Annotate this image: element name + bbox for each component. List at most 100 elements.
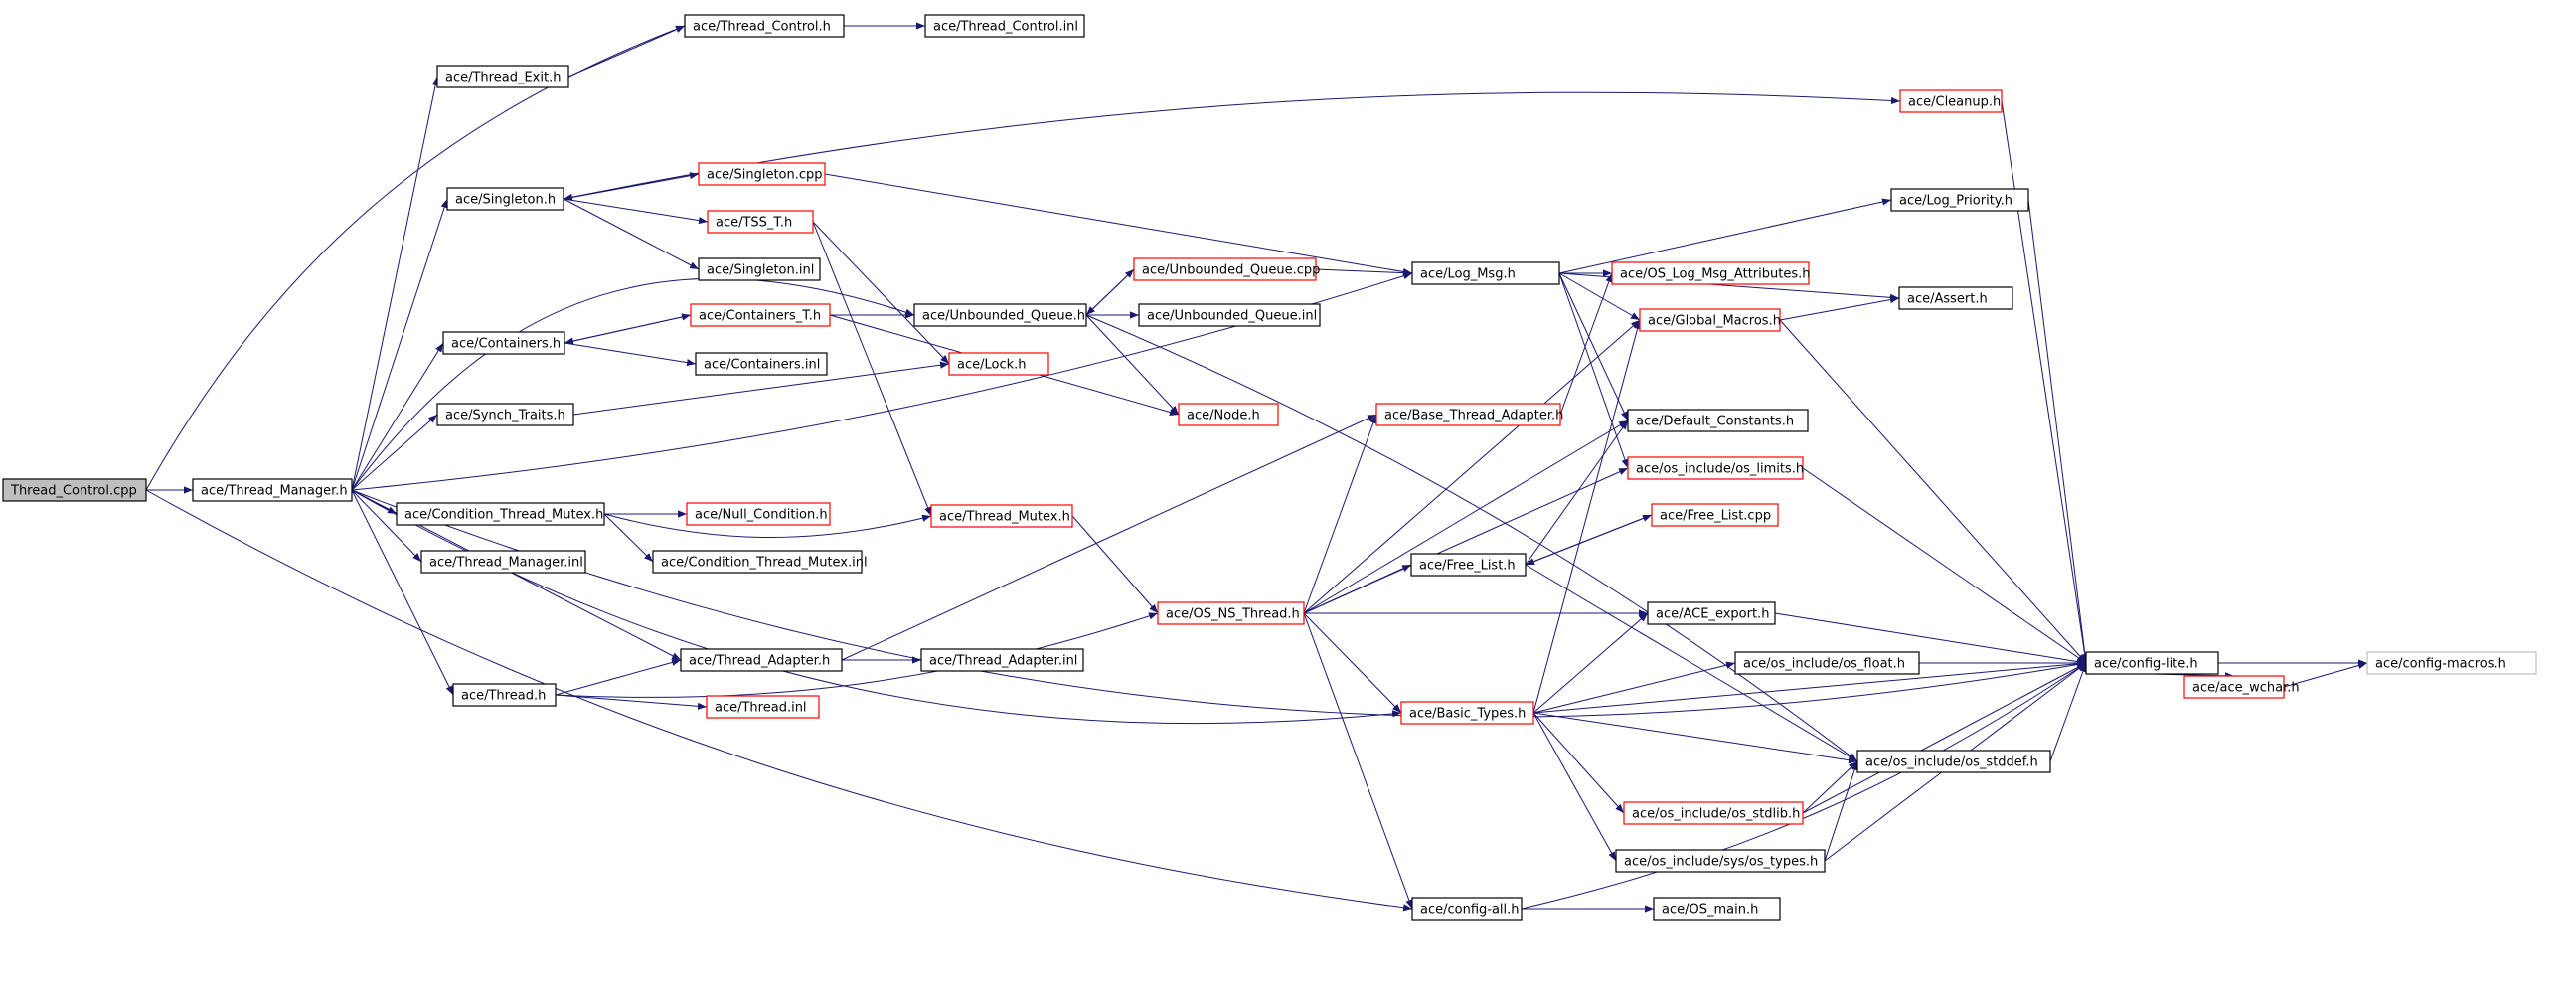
edge-arrow [1303, 414, 1377, 614]
node-logmsg[interactable]: ace/Log_Msg.h [1411, 261, 1560, 285]
node-singh[interactable]: ace/Singleton.h [446, 187, 564, 211]
node-osstddef[interactable]: ace/os_include/os_stddef.h [1856, 750, 2051, 773]
node-label: ace/OS_main.h [1662, 903, 1758, 918]
edge-ostypes-to-osstddef [1824, 760, 1858, 862]
node-box [1611, 261, 1810, 285]
edge-arrow [1559, 272, 1613, 416]
node-tctl[interactable]: ace/Thread_Control.h [684, 14, 845, 38]
node-tmgrinl[interactable]: ace/Thread_Manager.inl [420, 550, 586, 574]
node-tmgr[interactable]: ace/Thread_Manager.h [192, 478, 353, 502]
node-logprio[interactable]: ace/Log_Priority.h [1890, 188, 2029, 212]
edge-aceexp-to-cfglite [1774, 612, 2087, 666]
edge-logmsg-to-assert [1558, 272, 1900, 301]
node-label: ace/TSS_T.h [716, 216, 792, 231]
node-btad[interactable]: ace/Base_Thread_Adapter.h [1375, 403, 1563, 426]
node-lock[interactable]: ace/Lock.h [948, 352, 1049, 376]
node-label: Thread_Control.cpp [10, 484, 137, 499]
edge-arrow [145, 489, 1413, 912]
edge-arrow [1303, 467, 1629, 614]
edge-arrow [1532, 612, 1649, 714]
node-label: ace/Thread_Mutex.h [939, 510, 1070, 525]
node-osmain[interactable]: ace/OS_main.h [1653, 897, 1781, 921]
node-synch[interactable]: ace/Synch_Traits.h [436, 403, 574, 426]
node-label: ace/Cleanup.h [1908, 95, 2001, 110]
node-box [680, 648, 843, 672]
node-label: ace/Thread_Exit.h [445, 71, 561, 85]
edge-tsst-to-tmutex [812, 221, 932, 517]
node-gmac[interactable]: ace/Global_Macros.h [1639, 308, 1781, 332]
edge-synch-to-lock [572, 361, 950, 416]
node-uqinl[interactable]: ace/Unbounded_Queue.inl [1138, 303, 1321, 327]
node-nullc[interactable]: ace/Null_Condition.h [686, 502, 831, 526]
node-uqh[interactable]: ace/Unbounded_Queue.h [913, 303, 1087, 327]
node-wchar[interactable]: ace/ace_wchar.h [2183, 675, 2300, 699]
edge-arrow [351, 489, 454, 696]
node-node[interactable]: ace/Node.h [1178, 403, 1279, 426]
node-singinl[interactable]: ace/Singleton.inl [698, 257, 821, 281]
edge-tmgr-to-synch [351, 414, 438, 491]
node-assert[interactable]: ace/Assert.h [1898, 286, 2013, 310]
edge-arrow [567, 25, 686, 78]
edge-osns-to-cfgall [1303, 612, 1413, 910]
edge-btypes-to-osstdlib [1532, 712, 1625, 814]
edge-arrow [1315, 268, 1413, 277]
node-label: ace/Node.h [1187, 409, 1260, 423]
edge-arrow [1558, 272, 1629, 421]
node-label: ace/os_include/os_limits.h [1636, 462, 1804, 477]
node-thread[interactable]: ace/Thread.h [452, 683, 557, 707]
node-contt[interactable]: ace/Containers_T.h [690, 303, 831, 327]
node-osfloat[interactable]: ace/os_include/os_float.h [1734, 651, 1920, 675]
node-box [1627, 456, 1804, 480]
node-box [2085, 651, 2219, 675]
node-cfgmac[interactable]: ace/config-macros.h [2366, 651, 2537, 675]
edge-osns-to-btypes [1303, 612, 1402, 714]
node-ctm[interactable]: ace/Condition_Thread_Mutex.h [396, 502, 605, 526]
edge-tmgr-to-cfglite [351, 489, 2087, 718]
node-label: ace/Thread_Manager.h [201, 484, 348, 499]
node-oslim[interactable]: ace/os_include/os_limits.h [1627, 456, 1804, 480]
edge-tmgr-to-tmgrinl [351, 489, 422, 563]
node-tctlinl[interactable]: ace/Thread_Control.inl [924, 14, 1085, 38]
node-cfglite[interactable]: ace/config-lite.h [2085, 651, 2219, 675]
node-cont[interactable]: ace/Containers.h [442, 331, 565, 355]
edge-arrow [1525, 420, 1629, 566]
node-osns[interactable]: ace/OS_NS_Thread.h [1157, 601, 1305, 625]
node-uqcpp[interactable]: ace/Unbounded_Queue.cpp [1133, 257, 1320, 281]
node-label: ace/os_include/sys/os_types.h [1624, 855, 1818, 870]
node-texit[interactable]: ace/Thread_Exit.h [436, 65, 569, 88]
node-ctminl[interactable]: ace/Condition_Thread_Mutex.inl [652, 550, 868, 574]
node-cfgall[interactable]: ace/config-all.h [1411, 897, 1523, 921]
node-continl[interactable]: ace/Containers.inl [695, 352, 828, 376]
edge-tmgr-to-texit [351, 76, 439, 491]
node-label: ace/Unbounded_Queue.h [922, 309, 1085, 324]
node-btypes[interactable]: ace/Basic_Types.h [1400, 701, 1534, 725]
node-oslma[interactable]: ace/OS_Log_Msg_Attributes.h [1611, 261, 1810, 285]
node-aceexp[interactable]: ace/ACE_export.h [1647, 601, 1776, 625]
node-box [1734, 651, 1920, 675]
node-osstdlib[interactable]: ace/os_include/os_stdlib.h [1623, 801, 1804, 825]
node-flh[interactable]: ace/Free_List.h [1410, 553, 1527, 577]
node-label: ace/Default_Constants.h [1636, 415, 1794, 429]
node-ostypes[interactable]: ace/os_include/sys/os_types.h [1615, 849, 1826, 873]
node-box [1651, 503, 1779, 527]
node-tmutex[interactable]: ace/Thread_Mutex.h [930, 504, 1073, 528]
edge-arrow [1071, 515, 1159, 614]
edge-arrow [1085, 314, 1858, 762]
node-singcpp[interactable]: ace/Singleton.cpp [698, 162, 826, 186]
node-tad[interactable]: ace/Thread_Adapter.h [680, 648, 843, 672]
node-cleanup[interactable]: ace/Cleanup.h [1899, 89, 2003, 113]
node-box [1623, 801, 1804, 825]
node-threadinl[interactable]: ace/Thread.inl [706, 695, 820, 719]
edge-logprio-to-cfglite [2027, 199, 2089, 664]
node-tadinl[interactable]: ace/Thread_Adapter.inl [920, 648, 1084, 672]
edge-btypes-to-osfloat [1532, 661, 1736, 714]
node-root[interactable]: Thread_Control.cpp [2, 478, 147, 502]
node-box [2, 478, 147, 502]
node-defc[interactable]: ace/Default_Constants.h [1627, 409, 1809, 432]
edge-arrow [1824, 760, 1858, 862]
edge-btypes-to-cfglite [1532, 660, 2087, 714]
node-label: ace/Log_Msg.h [1420, 267, 1516, 282]
node-tsst[interactable]: ace/TSS_T.h [707, 210, 814, 234]
node-flcpp[interactable]: ace/Free_List.cpp [1651, 503, 1779, 527]
node-box [1898, 286, 2013, 310]
